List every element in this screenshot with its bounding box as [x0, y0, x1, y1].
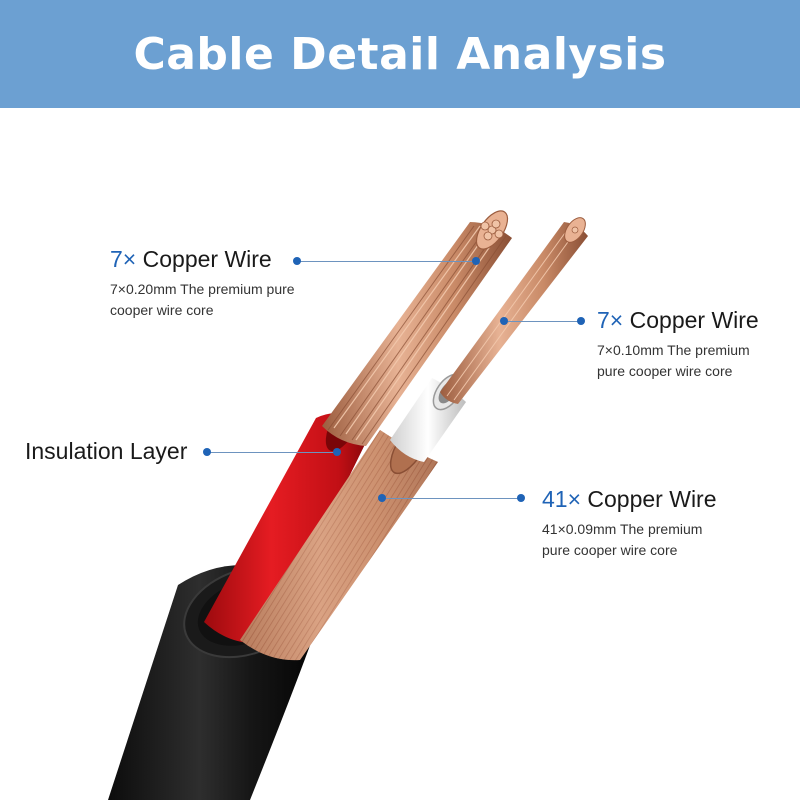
dot-insulation-text: [203, 448, 211, 456]
wire-c-title-text: Copper Wire: [587, 486, 717, 512]
wire-c-desc-line1: 41×0.09mm The premium: [542, 521, 703, 537]
dot-insulation-target: [333, 448, 341, 456]
wire-a-title-text: Copper Wire: [142, 246, 272, 272]
callout-wire-a-title: 7× Copper Wire: [110, 245, 295, 273]
wire-b-title-text: Copper Wire: [629, 307, 759, 333]
wire-a-desc-line2: cooper wire core: [110, 302, 214, 318]
page-title: Cable Detail Analysis: [133, 28, 667, 80]
callout-wire-b: 7× Copper Wire 7×0.10mm The premium pure…: [597, 306, 759, 382]
wire-c-count: 41×: [542, 486, 582, 512]
leader-line-wire-b: [508, 321, 582, 322]
dot-wire-c-text: [517, 494, 525, 502]
dot-wire-b-text: [577, 317, 585, 325]
leader-line-insulation: [210, 452, 338, 453]
leader-line-wire-c: [385, 498, 522, 499]
header-banner: Cable Detail Analysis: [0, 0, 800, 108]
callout-wire-b-desc: 7×0.10mm The premium pure cooper wire co…: [597, 340, 759, 382]
dot-wire-b-target: [500, 317, 508, 325]
callout-wire-c-desc: 41×0.09mm The premium pure cooper wire c…: [542, 519, 717, 561]
wire-c-desc-line2: pure cooper wire core: [542, 542, 678, 558]
dot-wire-c-target: [378, 494, 386, 502]
copper-core-small: [440, 222, 588, 404]
callout-insulation: Insulation Layer: [25, 437, 187, 465]
callout-wire-a-desc: 7×0.20mm The premium pure cooper wire co…: [110, 279, 295, 321]
wire-b-desc-line2: pure cooper wire core: [597, 363, 733, 379]
callout-wire-c: 41× Copper Wire 41×0.09mm The premium pu…: [542, 485, 717, 561]
wire-b-desc-line1: 7×0.10mm The premium: [597, 342, 750, 358]
wire-b-count: 7×: [597, 307, 624, 333]
callout-wire-b-title: 7× Copper Wire: [597, 306, 759, 334]
dot-wire-a-target: [472, 257, 480, 265]
callout-insulation-title: Insulation Layer: [25, 438, 188, 464]
dot-wire-a-text: [293, 257, 301, 265]
wire-a-count: 7×: [110, 246, 137, 272]
wire-a-desc-line1: 7×0.20mm The premium pure: [110, 281, 295, 297]
callout-wire-c-title: 41× Copper Wire: [542, 485, 717, 513]
callout-wire-a: 7× Copper Wire 7×0.20mm The premium pure…: [110, 245, 295, 321]
leader-line-wire-a: [300, 261, 478, 262]
red-insulation: [204, 413, 372, 644]
